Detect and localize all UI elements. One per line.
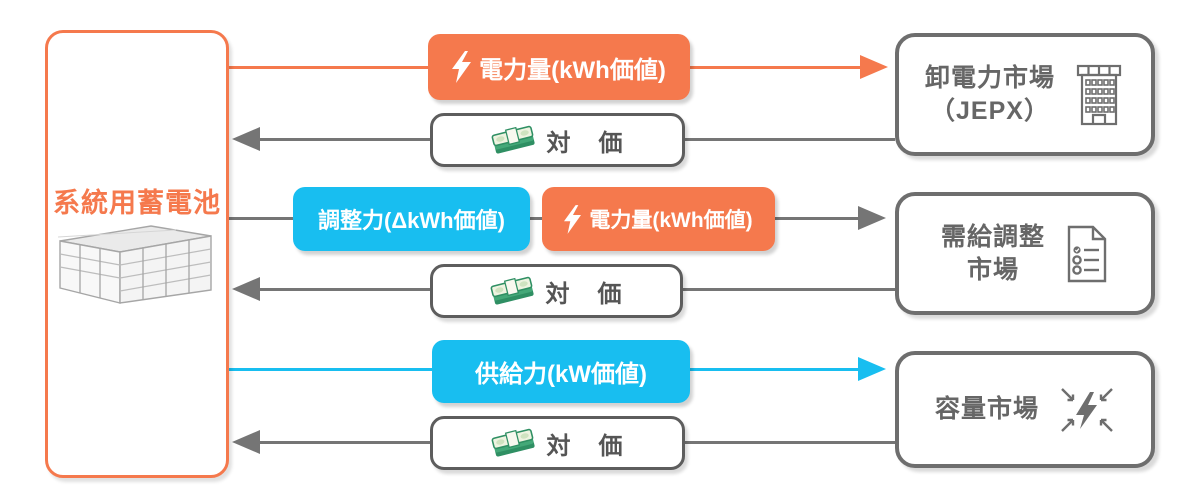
arrowhead-right-gray-balancing xyxy=(858,206,886,230)
lightning-icon xyxy=(452,51,472,83)
compensation-pill-capacity: 対 価 xyxy=(430,416,685,470)
arrowhead-right-blue-capacity xyxy=(858,357,886,381)
market-label-jepx: 卸電力市場 （JEPX） xyxy=(924,64,1055,125)
market-box-capacity: 容量市場 xyxy=(895,351,1155,468)
converging-bolt-icon xyxy=(1061,387,1113,432)
money-icon xyxy=(490,276,534,305)
compensation-label: 対 価 xyxy=(546,432,625,460)
grid-battery-label: 系統用蓄電池 xyxy=(53,188,221,218)
arrowhead-left-gray-balancing xyxy=(232,277,260,301)
arrowhead-left-gray-capacity xyxy=(232,430,260,454)
compensation-pill-jepx: 対 価 xyxy=(430,113,685,167)
capacity-supply-label: 供給力(kW価値) xyxy=(475,361,647,388)
compensation-label: 対 価 xyxy=(546,129,625,157)
adjustment-value-pill: 調整力(ΔkWh価値) xyxy=(293,187,530,251)
lightning-icon xyxy=(564,204,582,234)
building-icon xyxy=(1076,64,1122,125)
grid-battery-box: 系統用蓄電池 xyxy=(45,30,229,478)
arrowhead-left-gray-jepx xyxy=(232,127,260,151)
container-illustration xyxy=(58,225,212,304)
compensation-pill-balancing: 対 価 xyxy=(430,264,683,318)
checklist-icon xyxy=(1067,225,1107,282)
market-label-balancing: 需給調整 市場 xyxy=(940,223,1045,284)
capacity-supply-pill: 供給力(kW価値) xyxy=(432,340,690,403)
market-box-jepx: 卸電力市場 （JEPX） xyxy=(895,33,1155,156)
money-icon xyxy=(491,428,535,457)
adjustment-flow-line xyxy=(223,217,860,220)
compensation-label: 対 価 xyxy=(545,280,624,308)
energy-value-label: 電力量(kWh価値) xyxy=(589,209,753,232)
energy-value-label: 電力量(kWh価値) xyxy=(479,56,666,84)
adjustment-value-label: 調整力(ΔkWh価値) xyxy=(318,208,505,233)
energy-value-pill-jepx: 電力量(kWh価値) xyxy=(428,34,690,100)
arrowhead-right-orange-jepx xyxy=(860,55,888,79)
energy-value-pill-balancing: 電力量(kWh価値) xyxy=(542,187,775,251)
money-icon xyxy=(491,125,535,154)
market-label-capacity: 容量市場 xyxy=(934,395,1039,424)
market-box-balancing: 需給調整 市場 xyxy=(895,192,1155,315)
